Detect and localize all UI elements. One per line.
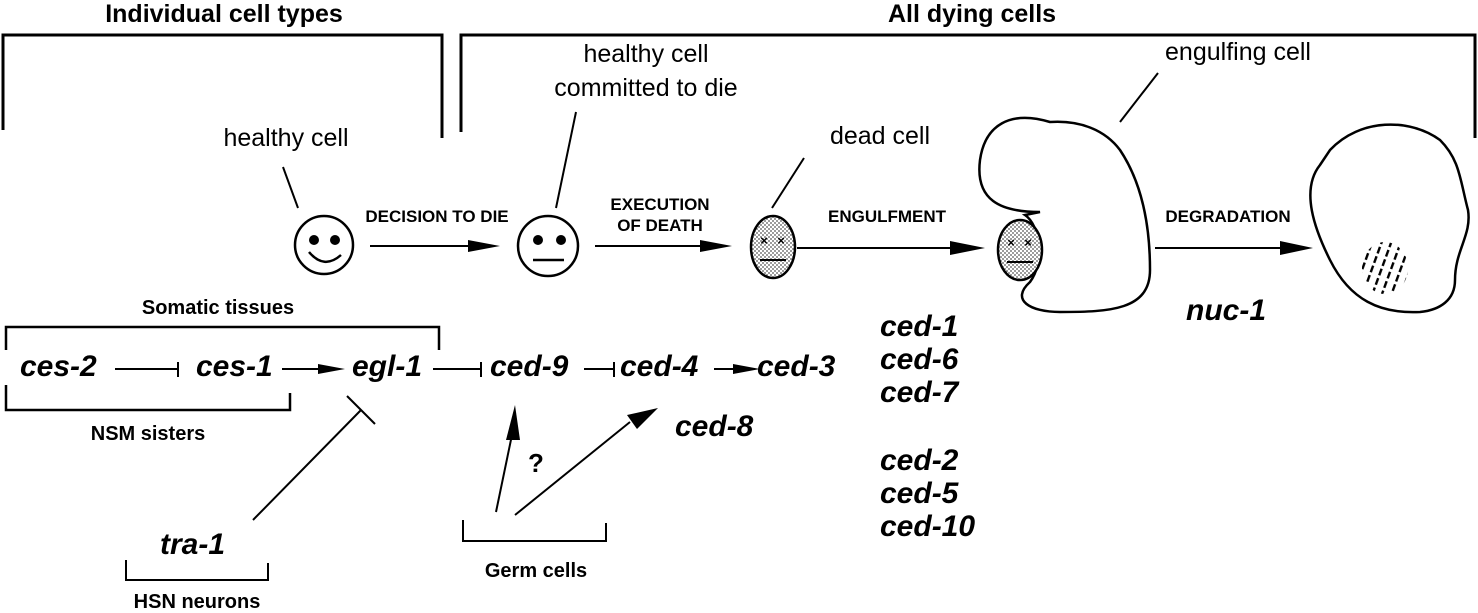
activate-germ-ced4 bbox=[514, 408, 658, 516]
bracket-germ bbox=[462, 520, 607, 542]
step-execution-line2: OF DEATH bbox=[617, 216, 703, 235]
label-committed-line2: committed to die bbox=[554, 74, 738, 102]
gene-ced-7: ced-7 bbox=[880, 376, 959, 409]
step-decision-to-die: DECISION TO DIE bbox=[365, 207, 509, 226]
healthy-cell-icon bbox=[293, 214, 355, 276]
bracket-somatic bbox=[4, 325, 441, 350]
activate-ced4-ced3 bbox=[714, 364, 760, 374]
label-committed-line1: healthy cell bbox=[583, 40, 709, 68]
header-individual-cell-types: Individual cell types bbox=[105, 0, 343, 28]
tissue-nsm-sisters: NSM sisters bbox=[90, 423, 206, 445]
gene-ces-2: ces-2 bbox=[20, 350, 97, 383]
tissue-hsn-neurons: HSN neurons bbox=[133, 591, 261, 613]
arrow-engulfment bbox=[797, 241, 985, 255]
inhibit-ces2-ces1 bbox=[115, 362, 179, 377]
pointer-engulfing bbox=[1119, 72, 1159, 123]
inhibit-egl1-ced9 bbox=[433, 362, 482, 377]
step-degradation: DEGRADATION bbox=[1165, 207, 1291, 226]
svg-text:×: × bbox=[1024, 235, 1032, 250]
bracket-individual bbox=[1, 33, 444, 138]
svg-text:×: × bbox=[760, 233, 768, 248]
gene-ced-8: ced-8 bbox=[675, 410, 754, 443]
unknown-regulation-mark: ? bbox=[528, 448, 544, 478]
activate-ces1-egl1 bbox=[282, 364, 345, 374]
engulfing-cell-shape bbox=[978, 116, 1152, 314]
gene-ced-9: ced-9 bbox=[490, 350, 569, 383]
step-engulfment: ENGULFMENT bbox=[827, 207, 947, 226]
gene-ced-10: ced-10 bbox=[880, 510, 976, 543]
step-execution-line1: EXECUTION bbox=[610, 195, 710, 214]
gene-egl-1: egl-1 bbox=[352, 350, 423, 383]
arrow-degradation bbox=[1155, 241, 1313, 255]
label-dead-cell: dead cell bbox=[829, 122, 931, 150]
tissue-germ-cells: Germ cells bbox=[484, 560, 588, 582]
svg-text:×: × bbox=[1007, 235, 1015, 250]
degrading-cell-shape bbox=[1309, 123, 1470, 314]
gene-tra-1: tra-1 bbox=[160, 528, 226, 561]
bracket-all-dying bbox=[459, 33, 1477, 138]
label-engulfing-cell: engulfing cell bbox=[1165, 38, 1311, 66]
gene-ces-1: ces-1 bbox=[196, 350, 273, 383]
pointer-committed bbox=[555, 111, 577, 209]
gene-ced-3: ced-3 bbox=[757, 350, 836, 383]
svg-text:×: × bbox=[777, 233, 785, 248]
gene-ced-2: ced-2 bbox=[880, 444, 959, 477]
tissue-somatic: Somatic tissues bbox=[141, 297, 295, 319]
degraded-dna-icon bbox=[1362, 242, 1408, 294]
pointer-healthy bbox=[282, 166, 299, 209]
header-all-dying-cells: All dying cells bbox=[887, 0, 1057, 28]
activate-germ-ced9 bbox=[495, 405, 520, 513]
engulfed-dead-cell-icon: × × bbox=[996, 218, 1044, 282]
gene-ced-4: ced-4 bbox=[620, 350, 699, 383]
gene-ced-1: ced-1 bbox=[880, 310, 959, 343]
label-healthy-cell: healthy cell bbox=[223, 124, 349, 152]
gene-nuc-1: nuc-1 bbox=[1186, 294, 1267, 327]
inhibit-tra1-egl1 bbox=[252, 395, 376, 521]
dead-cell-icon: × × bbox=[749, 214, 797, 280]
arrow-decision bbox=[370, 240, 500, 252]
pointer-dead bbox=[771, 157, 805, 209]
committed-cell-icon bbox=[516, 214, 580, 278]
gene-ced-6: ced-6 bbox=[880, 343, 959, 376]
inhibit-ced9-ced4 bbox=[584, 362, 615, 377]
arrow-execution bbox=[595, 240, 732, 252]
bracket-nsm bbox=[4, 385, 292, 412]
bracket-hsn bbox=[125, 560, 269, 581]
gene-ced-5: ced-5 bbox=[880, 477, 959, 510]
